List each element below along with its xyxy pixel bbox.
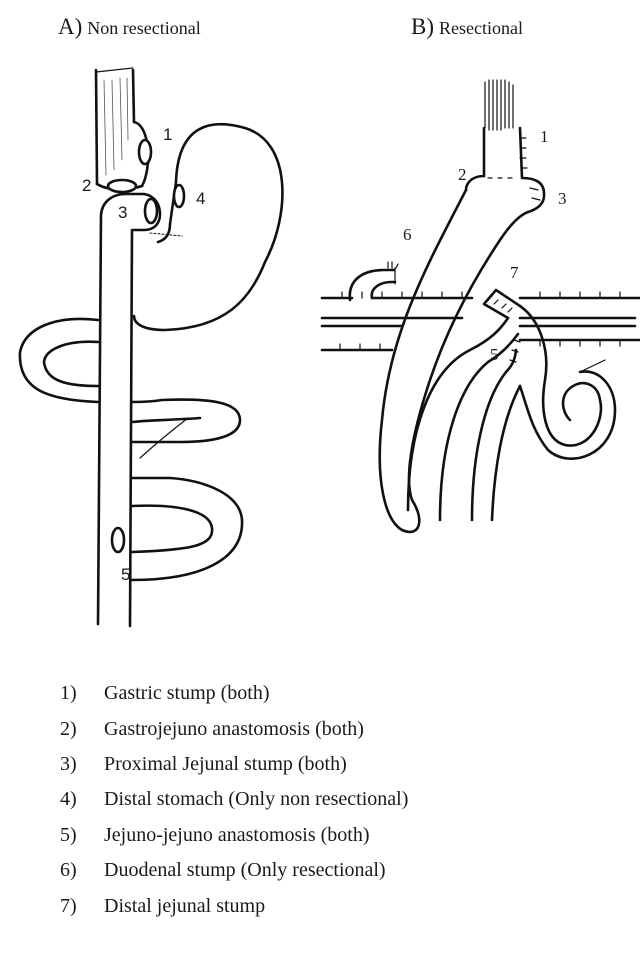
marker-a-2: 2 (82, 176, 91, 195)
legend-item: 4)Distal stomach (Only non resectional) (60, 782, 408, 817)
legend-item: 6)Duodenal stump (Only resectional) (60, 853, 408, 888)
distal-stomach-a (134, 124, 282, 330)
marker-b-3: 3 (558, 189, 567, 208)
legend-item: 1)Gastric stump (both) (60, 676, 408, 711)
duodenal-stump-b (350, 262, 398, 300)
legend-num: 6) (60, 859, 104, 882)
panel-a-drawing (20, 68, 283, 626)
legend-num: 7) (60, 895, 104, 918)
marker-b-7: 7 (510, 263, 519, 282)
marker-a-4: 4 (196, 189, 205, 208)
legend-item: 2)Gastrojejuno anastomosis (both) (60, 711, 408, 746)
jejunal-limb-a (98, 194, 160, 626)
marker-b-2: 2 (458, 165, 467, 184)
legend-text: Gastrojejuno anastomosis (both) (104, 718, 364, 741)
legend-item: 5)Jejuno-jejuno anastomosis (both) (60, 818, 408, 853)
legend-num: 2) (60, 718, 104, 741)
marker-b-6: 6 (403, 225, 412, 244)
legend-item: 7)Distal jejunal stump (60, 888, 408, 923)
common-loop-b (520, 306, 615, 459)
surgical-diagram: 1 2 3 4 5 1 2 3 6 7 5 (0, 0, 640, 660)
legend-item: 3)Proximal Jejunal stump (both) (60, 747, 408, 782)
legend-num: 4) (60, 788, 104, 811)
legend-list: 1)Gastric stump (both) 2)Gastrojejuno an… (60, 676, 408, 924)
marker-b-5: 5 (490, 345, 499, 364)
gastric-stump-b (466, 128, 544, 212)
legend-text: Distal stomach (Only non resectional) (104, 788, 408, 811)
esophagus-b (485, 80, 513, 130)
legend-num: 5) (60, 824, 104, 847)
legend-text: Jejuno-jejuno anastomosis (both) (104, 824, 370, 847)
esophagus-a (96, 68, 134, 184)
legend-text: Proximal Jejunal stump (both) (104, 753, 347, 776)
panel-b-drawing (322, 80, 640, 532)
legend-text: Distal jejunal stump (104, 895, 265, 918)
marker-a-3: 3 (118, 203, 127, 222)
marker-b-1: 1 (540, 127, 549, 146)
legend-num: 3) (60, 753, 104, 776)
legend-text: Gastric stump (both) (104, 682, 270, 705)
marker-a-5: 5 (121, 565, 130, 584)
legend-num: 1) (60, 682, 104, 705)
biliary-limb-b (408, 290, 520, 520)
legend-text: Duodenal stump (Only resectional) (104, 859, 386, 882)
marker-a-1: 1 (163, 125, 172, 144)
colon-b (322, 292, 640, 350)
